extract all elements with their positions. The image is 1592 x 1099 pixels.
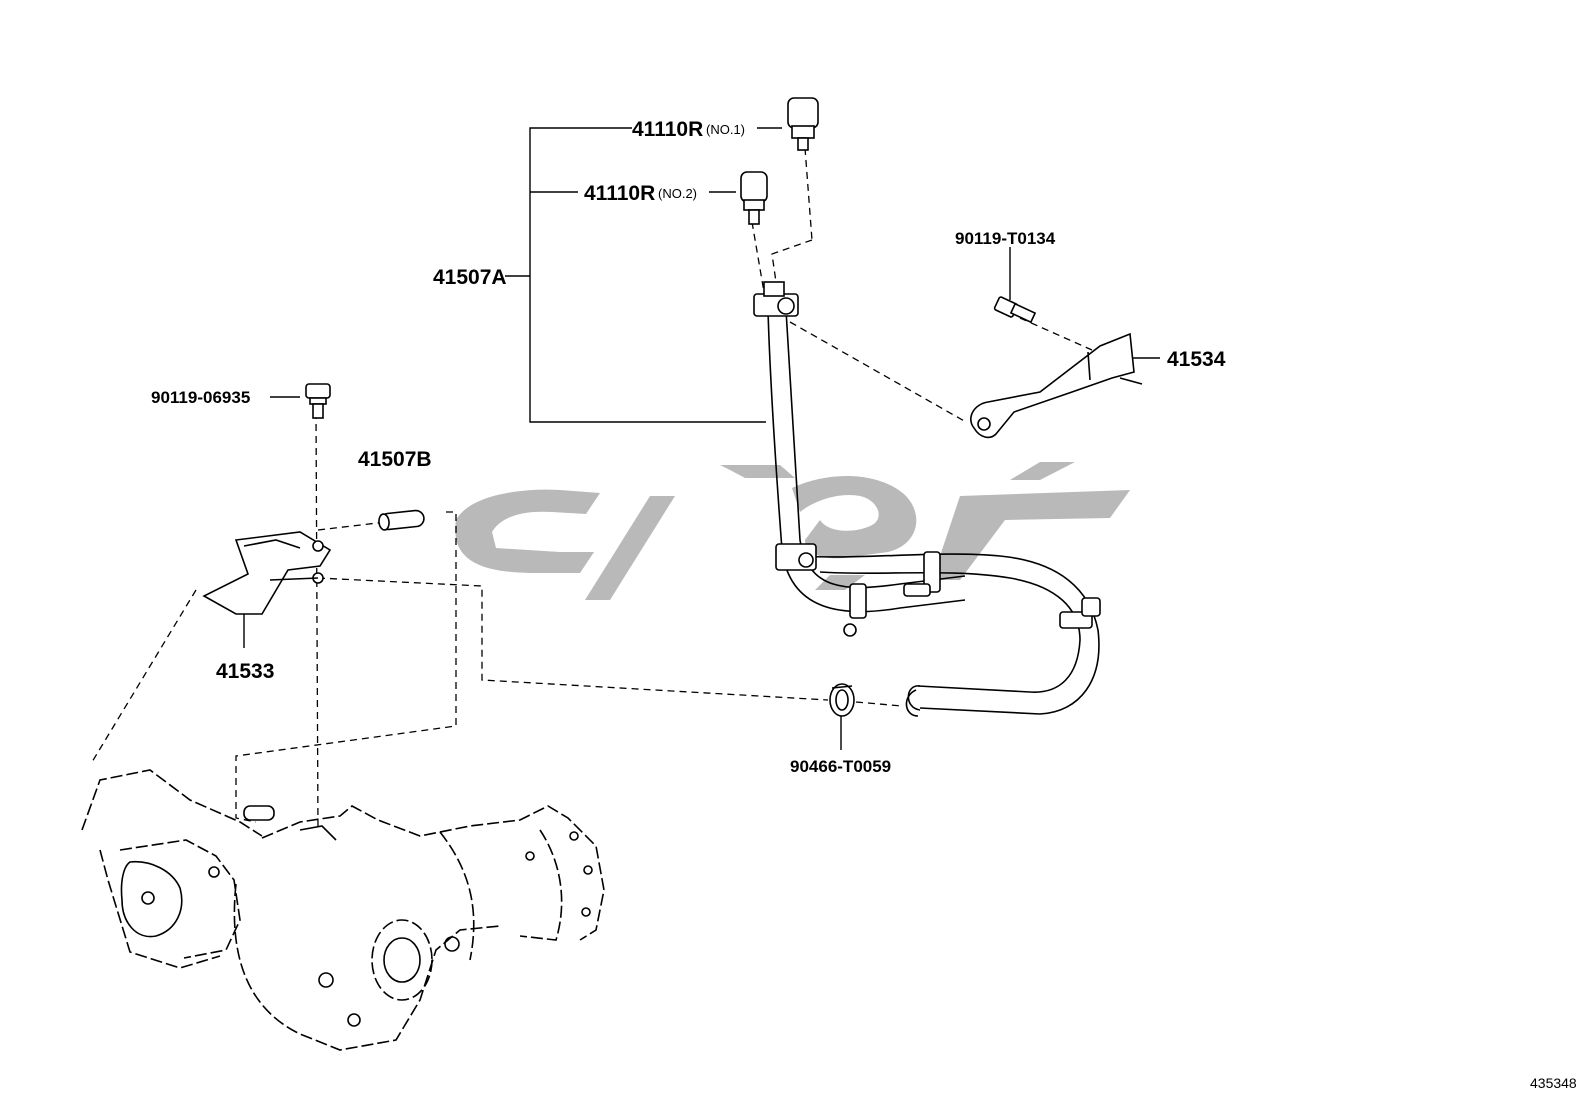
breather-hose-assembly: [753, 281, 1101, 717]
clamp-90466: [829, 683, 855, 717]
label-41110r-no2-code: 41110R: [584, 182, 655, 205]
label-90466-t0059: 90466-T0059: [790, 757, 891, 776]
label-41533: 41533: [216, 660, 274, 683]
differential-housing: [81, 769, 605, 1051]
bracket-41533: [202, 531, 332, 615]
label-41110r-no1-note: (NO.1): [706, 122, 745, 137]
bolt-06935: [305, 383, 331, 419]
bracket-41534: [970, 332, 1143, 439]
figure-number: 435348: [1530, 1075, 1577, 1091]
label-90119-t0134: 90119-T0134: [955, 229, 1056, 248]
label-41534: 41534: [1167, 348, 1226, 371]
assembly-dashed-lines: [91, 147, 1093, 831]
vent-plug-no2: [740, 171, 768, 225]
hose-41507b: [378, 509, 425, 531]
label-41507b: 41507B: [358, 448, 432, 471]
label-41507a: 41507A: [433, 266, 507, 289]
leader-lines: [243, 127, 1160, 750]
bolt-t0134: [993, 296, 1037, 324]
vent-plug-no1: [787, 97, 819, 151]
label-90119-06935: 90119-06935: [151, 388, 250, 407]
label-41110r-no2-note: (NO.2): [658, 186, 697, 201]
part-labels: 41110R (NO.1) 41110R (NO.2) 41507A 90119…: [151, 118, 1577, 1091]
label-41110r-no1-code: 41110R: [632, 118, 703, 141]
watermark-logo: [455, 462, 1130, 600]
